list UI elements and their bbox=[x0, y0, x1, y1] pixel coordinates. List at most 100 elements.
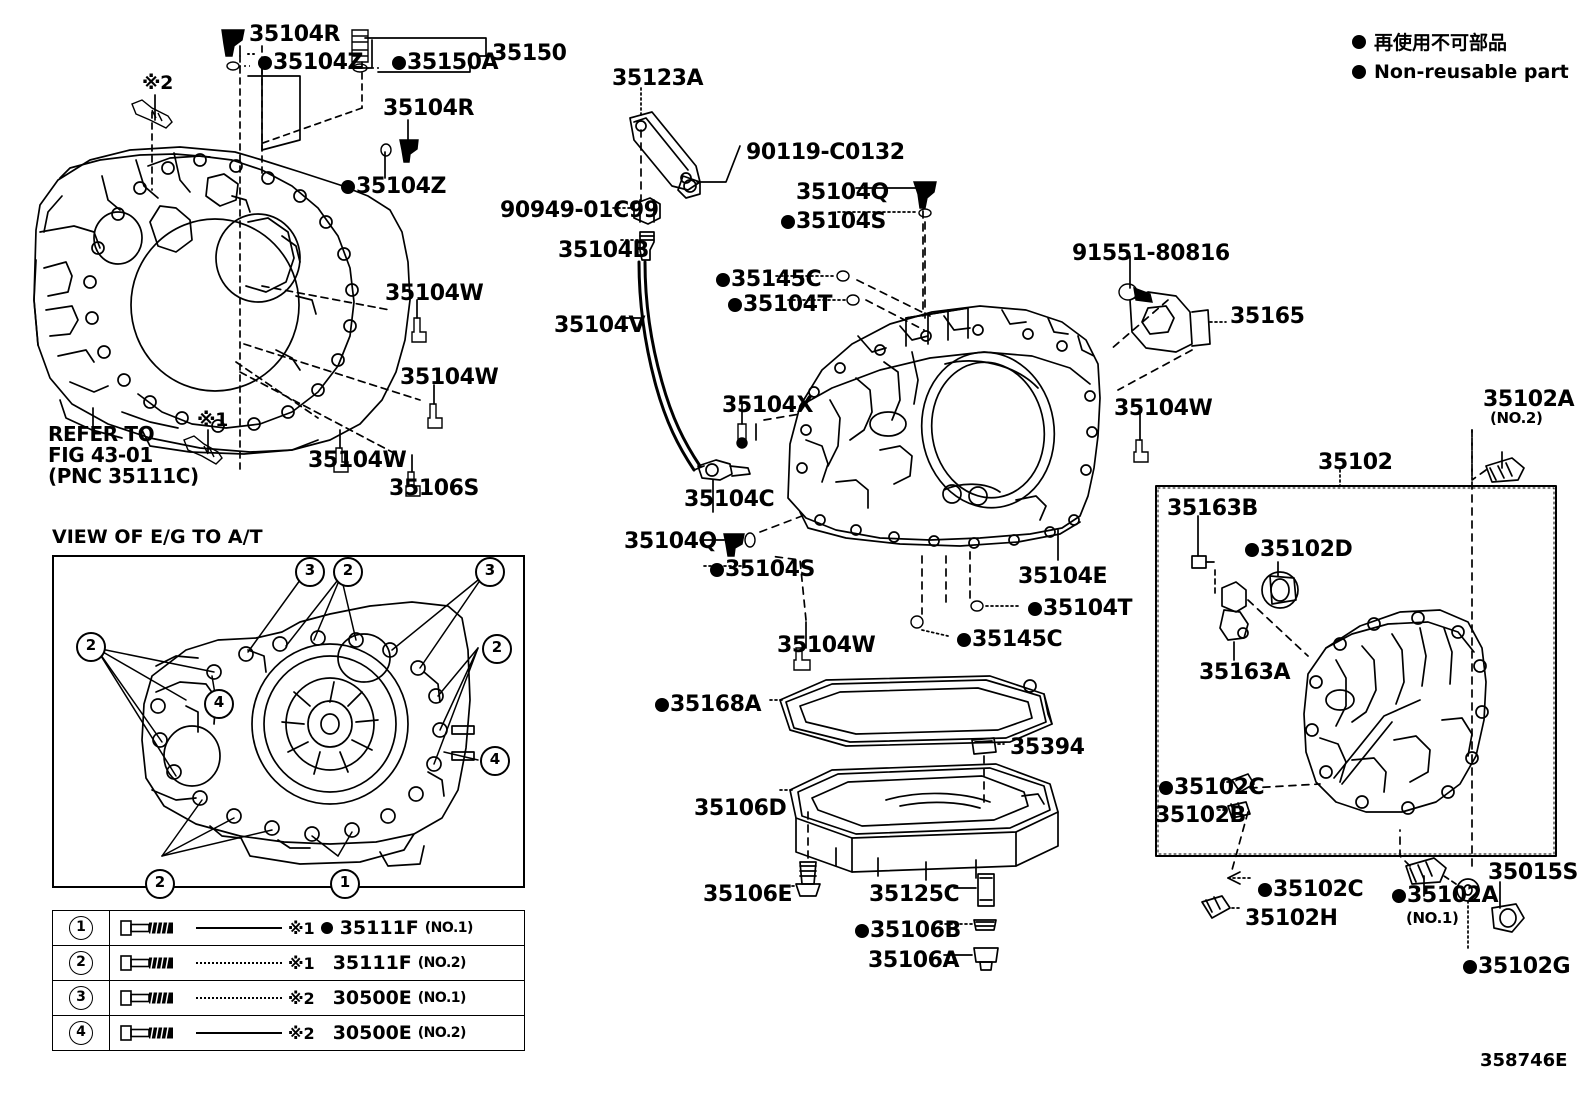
circled-number-icon: 1 bbox=[69, 916, 93, 940]
part-label-35104b: 35104B bbox=[558, 239, 649, 263]
part-label-text: 35104W bbox=[400, 365, 499, 390]
part-label-35104t: 35104T bbox=[1028, 596, 1133, 621]
part-label-text: 35163A bbox=[1199, 660, 1291, 685]
part-label-35104s: 35104S bbox=[710, 558, 815, 582]
non-reusable-dot-icon bbox=[655, 698, 669, 712]
part-label-text: 90949-01C99 bbox=[500, 198, 659, 223]
part-label-text: 35104X bbox=[722, 393, 814, 418]
part-label-35104z: 35104Z bbox=[258, 51, 363, 75]
part-label-text: 35102C bbox=[1174, 775, 1265, 800]
view-callout-2: 2 bbox=[76, 632, 106, 662]
non-reusable-dot-icon bbox=[341, 180, 355, 194]
reference-mark: ※1 bbox=[288, 918, 315, 938]
part-label-text: 35104W bbox=[308, 448, 407, 473]
bolt-icon bbox=[120, 955, 173, 971]
part-label-35104c: 35104C bbox=[684, 488, 775, 512]
table-part-suffix: (NO.1) bbox=[417, 990, 467, 1006]
part-label-text: 35104T bbox=[1043, 596, 1133, 621]
part-label-35104q: 35104Q bbox=[796, 180, 889, 205]
table-row-number: 2 bbox=[52, 945, 110, 981]
part-label-text: 35104W bbox=[385, 281, 484, 306]
view-panel-title: VIEW OF E/G TO A/T bbox=[52, 526, 263, 548]
view-callout-2: 2 bbox=[145, 869, 175, 899]
part-label-35104w: 35104W bbox=[777, 633, 876, 658]
part-label-91551-80816: 91551-80816 bbox=[1072, 242, 1230, 266]
part-label-text: 35104Q bbox=[796, 180, 889, 205]
part-label-text: 35168A bbox=[670, 692, 762, 717]
figure-id: 358746E bbox=[1480, 1050, 1568, 1071]
part-label-35104w: 35104W bbox=[1114, 396, 1213, 421]
view-callout-4: 4 bbox=[204, 689, 234, 719]
part-label-text: 35104V bbox=[554, 313, 646, 338]
part-label-text: 35104S bbox=[796, 209, 886, 234]
part-label-35102a: 35102A bbox=[1483, 387, 1575, 412]
part-label-text: ※1 bbox=[197, 409, 228, 431]
part-label-35163b: 35163B bbox=[1167, 496, 1258, 521]
refer-to-note: REFER TO FIG 43-01 (PNC 35111C) bbox=[48, 424, 199, 486]
part-label-text: 35104T bbox=[743, 292, 833, 317]
legend-row-japanese: 再使用不可部品 bbox=[1352, 28, 1569, 55]
torque-converter-housing-illustration bbox=[33, 146, 411, 455]
part-label-35150: 35150 bbox=[492, 42, 567, 66]
table-row-number: 4 bbox=[52, 1015, 110, 1051]
table-part-number: 35111F bbox=[339, 917, 419, 939]
part-label-35102c: 35102C bbox=[1258, 878, 1364, 902]
non-reusable-dot-icon bbox=[320, 922, 333, 934]
part-sublabel: (NO.2) bbox=[1490, 409, 1543, 427]
transmission-case-illustration bbox=[787, 305, 1101, 549]
view-panel-frame bbox=[52, 555, 525, 888]
part-label-text: 35145C bbox=[731, 267, 822, 292]
part-label-35150a: 35150A bbox=[392, 51, 499, 75]
part-label-35106e: 35106E bbox=[703, 883, 793, 907]
non-reusable-dot-icon bbox=[716, 273, 730, 287]
part-label-text: 35123A bbox=[612, 66, 704, 91]
transaxle-case-panel bbox=[1155, 485, 1557, 857]
part-label-text: 35015S bbox=[1488, 860, 1578, 885]
reference-mark: ※1 bbox=[288, 953, 315, 973]
table-part-suffix: (NO.1) bbox=[424, 920, 474, 936]
part-label-text: 35394 bbox=[1010, 735, 1085, 760]
bolt-icon bbox=[120, 1025, 173, 1041]
part-label-35394: 35394 bbox=[1010, 735, 1085, 760]
table-part-number: 35111F bbox=[332, 952, 412, 974]
leader-line bbox=[196, 927, 282, 929]
part-label-text: 35125C bbox=[869, 882, 960, 907]
part-label-35106d: 35106D bbox=[694, 797, 787, 821]
part-label-35125c: 35125C bbox=[869, 882, 960, 907]
part-label-35104w: 35104W bbox=[385, 281, 484, 306]
part-label-text: 35102A bbox=[1407, 883, 1499, 908]
circled-number-icon: 3 bbox=[69, 986, 93, 1010]
non-reusable-dot-icon bbox=[710, 563, 724, 577]
part-label-text: 35102A bbox=[1483, 387, 1575, 412]
non-reusable-dot-icon bbox=[1159, 781, 1173, 795]
part-label-text: 35165 bbox=[1230, 304, 1305, 329]
part-label--1: ※1 bbox=[197, 409, 228, 431]
leader-line bbox=[196, 962, 282, 964]
part-label-35104w: 35104W bbox=[400, 365, 499, 390]
part-label-35102c: 35102C bbox=[1159, 775, 1265, 800]
legend-japanese-text: 再使用不可部品 bbox=[1374, 32, 1508, 54]
part-label-35102: 35102 bbox=[1318, 451, 1393, 475]
part-label-35104z: 35104Z bbox=[341, 175, 446, 199]
part-label-text: 35102H bbox=[1245, 906, 1338, 931]
legend-row-english: Non-reusable part bbox=[1352, 61, 1569, 83]
part-label-35104q: 35104Q bbox=[624, 529, 717, 554]
non-reusable-dot-icon bbox=[1392, 889, 1406, 903]
table-part-suffix: (NO.2) bbox=[417, 1025, 467, 1041]
part-label-text: 35104W bbox=[777, 633, 876, 658]
part-label-35104v: 35104V bbox=[554, 313, 646, 338]
part-label-text: 35104Q bbox=[624, 529, 717, 554]
non-reusable-dot-icon bbox=[1245, 543, 1259, 557]
view-callout-1: 1 bbox=[330, 869, 360, 899]
part-label-text: 35104R bbox=[383, 96, 475, 121]
non-reusable-dot-icon bbox=[258, 56, 272, 70]
non-reusable-dot-icon bbox=[957, 633, 971, 647]
part-label-text: 35163B bbox=[1167, 496, 1258, 521]
part-label-35104x: 35104X bbox=[722, 393, 814, 418]
part-label-text: 35104W bbox=[1114, 396, 1213, 421]
part-label-35102g: 35102G bbox=[1463, 955, 1571, 979]
